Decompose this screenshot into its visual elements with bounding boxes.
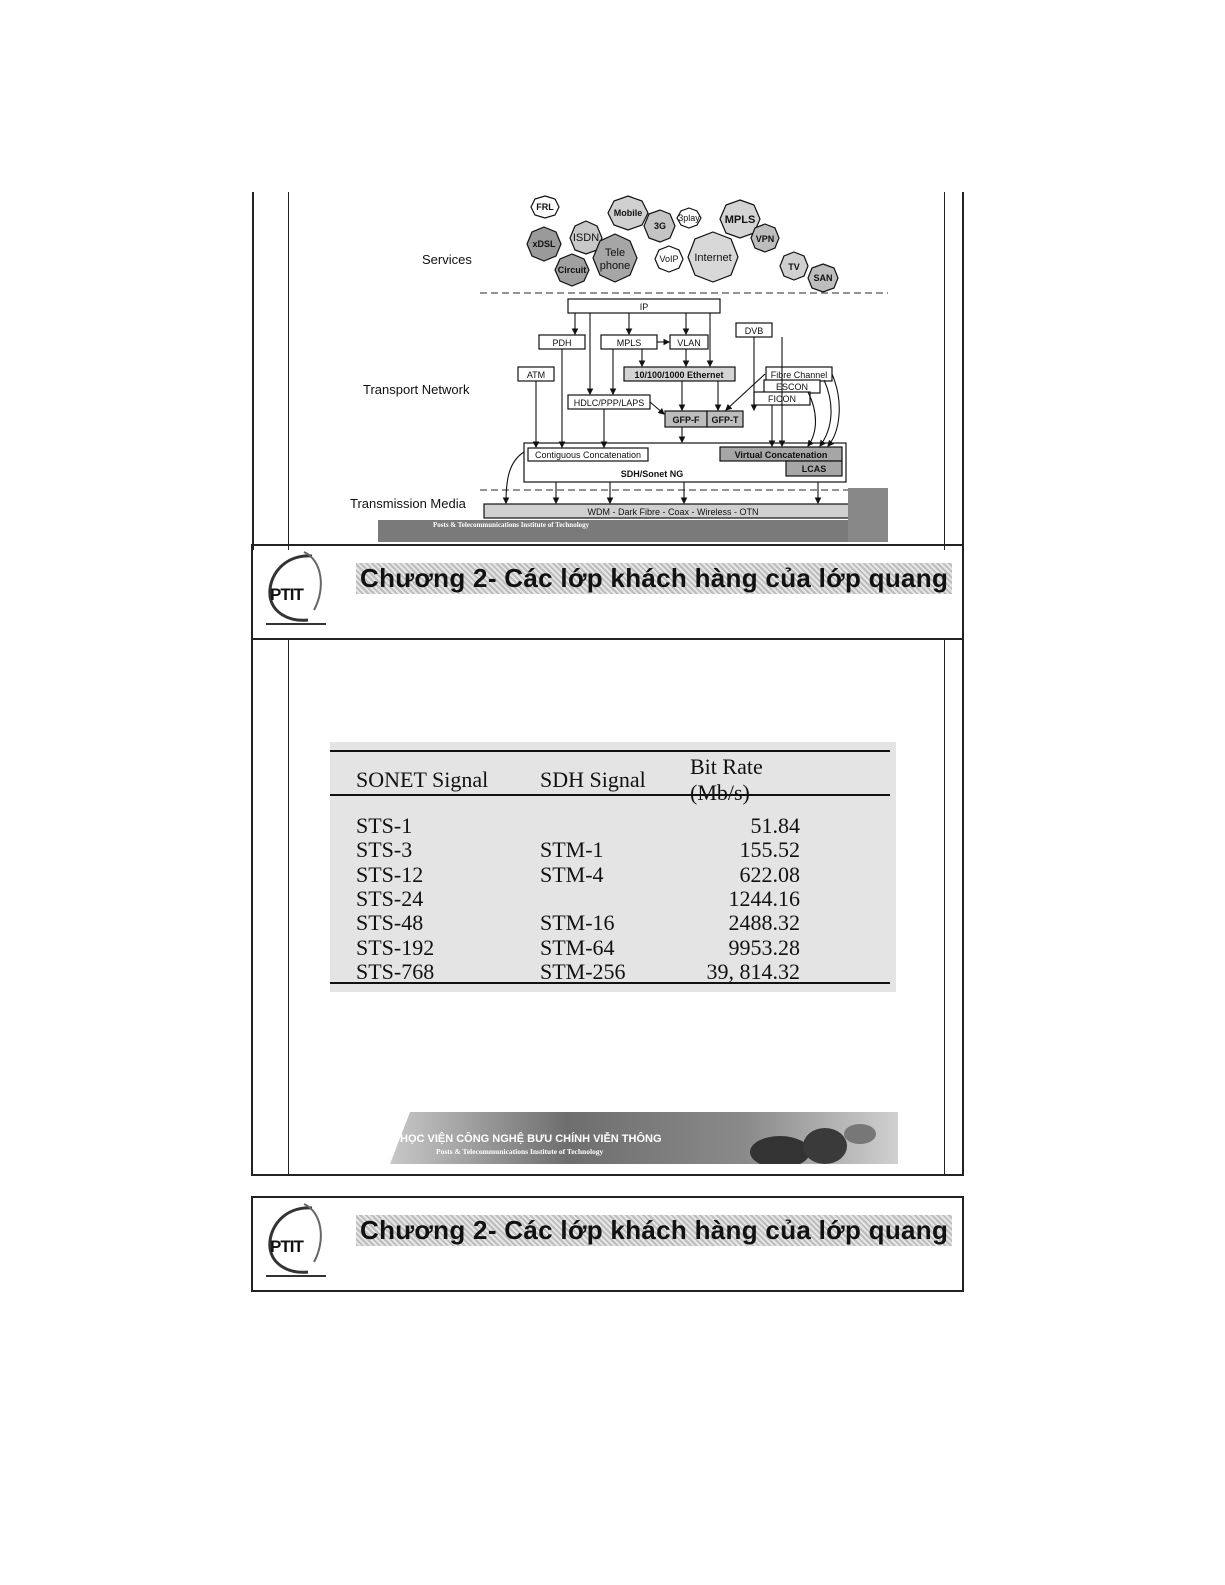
ip-box	[567, 298, 721, 314]
service-mobile	[607, 195, 649, 231]
logo-text-2: PTIT	[270, 1237, 304, 1256]
tv-label: TV	[788, 262, 800, 272]
sonet-sdh-table-box: SONET Signal SDH Signal Bit Rate (Mb/s) …	[330, 742, 896, 992]
gfpt-label: GFP-T	[712, 415, 739, 425]
service-vpn	[750, 223, 780, 253]
san-label: SAN	[813, 273, 832, 283]
escon-label: ESCON	[776, 382, 808, 392]
mpls-service-label: MPLS	[725, 214, 756, 226]
sonet-sdh-table: SONET Signal SDH Signal Bit Rate (Mb/s) …	[356, 754, 800, 984]
voip-label: VoIP	[659, 254, 678, 264]
service-xdsl	[526, 226, 562, 262]
service-telephone	[592, 233, 638, 283]
gfpt-box	[706, 410, 744, 428]
banner-subtitle: Posts & Telecommunications Institute of …	[436, 1147, 604, 1156]
dvb-label: DVB	[745, 326, 764, 336]
isdn-label: ISDN	[573, 232, 599, 244]
header-bit-rate: Bit Rate (Mb/s)	[690, 754, 763, 805]
service-isdn	[569, 220, 603, 255]
service-tv	[779, 251, 809, 281]
banner-title: HỌC VIỆN CÔNG NGHỆ BƯU CHÍNH VIỄN THÔNG	[400, 1132, 662, 1145]
slide3-frame	[251, 1196, 964, 1292]
slide2-inner-right-border	[944, 638, 945, 1174]
internet-label: Internet	[694, 252, 731, 264]
service-san	[807, 263, 839, 293]
header-sonet-signal: SONET Signal	[356, 767, 489, 792]
mpls-label: MPLS	[617, 338, 642, 348]
wdm-label: WDM - Dark Fibre - Coax - Wireless - OTN	[588, 507, 759, 517]
vpn-label: VPN	[756, 234, 775, 244]
slide3-header-title: Chương 2- Các lớp khách hàng của lớp qua…	[356, 1215, 953, 1246]
phone-label: phone	[600, 260, 631, 272]
slide1-right-border	[962, 192, 964, 550]
ptit-logo-2: PTIT	[266, 1203, 326, 1277]
3play-label: 3play	[678, 213, 700, 223]
ethernet-label: 10/100/1000 Ethernet	[634, 370, 723, 380]
transport-layer-label: Transport Network	[363, 382, 470, 397]
xdsl-label: xDSL	[532, 239, 556, 249]
slide2-header-title: Chương 2- Các lớp khách hàng của lớp qua…	[356, 563, 953, 594]
pdh-label: PDH	[552, 338, 571, 348]
diagram-banner-subtitle: Posts & Telecommunications Institute of …	[433, 521, 590, 529]
service-bubbles	[526, 195, 839, 293]
service-frl	[530, 195, 560, 219]
frl-label: FRL	[536, 202, 554, 212]
vlan-label: VLAN	[677, 338, 701, 348]
service-mpls	[719, 199, 761, 239]
slide1-left-border	[252, 192, 254, 550]
ptit-logo: PTIT	[266, 551, 326, 625]
contig-box	[527, 447, 649, 462]
institute-banner: HỌC VIỆN CÔNG NGHỆ BƯU CHÍNH VIỄN THÔNG …	[390, 1112, 898, 1164]
media-layer-label: Transmission Media	[350, 496, 467, 511]
circuit-label: Circuit	[558, 265, 587, 275]
slide1-inner-right-border	[944, 192, 945, 550]
logo-text: PTIT	[270, 585, 304, 604]
slide1-inner-left-border	[288, 192, 289, 550]
service-3play	[676, 207, 702, 229]
service-circuit	[554, 253, 590, 287]
lcas-label: LCAS	[802, 464, 827, 474]
slide2-frame	[251, 544, 964, 1176]
service-internet	[687, 231, 739, 283]
atm-label: ATM	[527, 370, 545, 380]
slide2-header-divider	[251, 638, 964, 640]
network-layer-diagram: Services Transport Network Transmission …	[350, 195, 888, 542]
fibre-channel-label: Fibre Channel	[771, 370, 828, 380]
gfpf-label: GFP-F	[673, 415, 700, 425]
contig-label: Contiguous Concatenation	[535, 450, 641, 460]
virtual-concat-label: Virtual Concatenation	[735, 450, 828, 460]
tele-label: Tele	[605, 247, 625, 259]
mobile-label: Mobile	[614, 208, 643, 218]
ip-label: IP	[640, 302, 649, 312]
hdlc-label: HDLC/PPP/LAPS	[574, 398, 645, 408]
3g-label: 3G	[654, 221, 666, 231]
lcas-box	[785, 460, 843, 477]
slide2-inner-left-border	[288, 638, 289, 1174]
service-3g	[643, 209, 676, 243]
services-layer-label: Services	[422, 252, 472, 267]
header-sdh-signal: SDH Signal	[540, 767, 646, 792]
sdh-label: SDH/Sonet NG	[621, 469, 684, 479]
diagram-banner-strip	[378, 520, 888, 542]
table-header-row: SONET Signal SDH Signal Bit Rate (Mb/s)	[356, 754, 800, 806]
service-voip	[654, 245, 684, 273]
ethernet-box	[623, 366, 736, 382]
